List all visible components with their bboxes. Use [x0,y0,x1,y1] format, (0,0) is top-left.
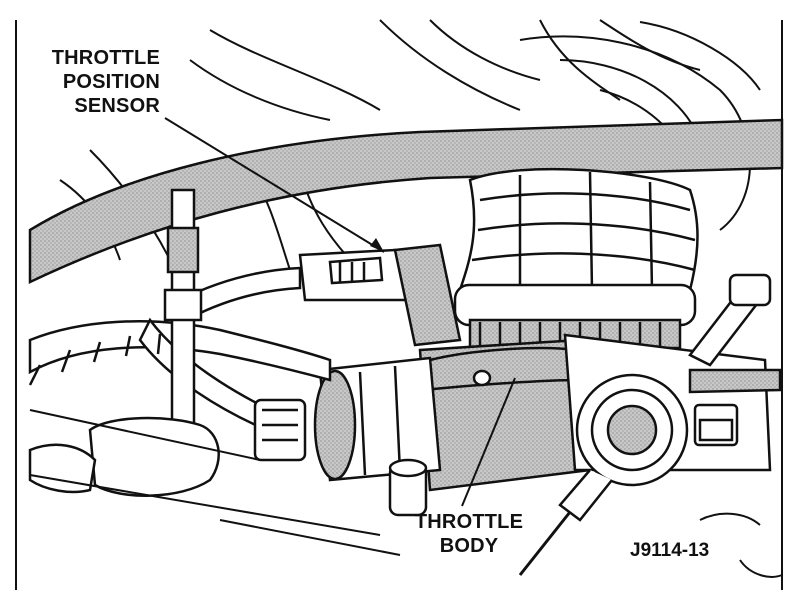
tps-label: THROTTLE POSITION SENSOR [40,46,160,118]
throttle-body-label: THROTTLE BODY [404,510,534,558]
figure-id: J9114-13 [630,540,710,561]
lower-connectors [253,398,428,517]
leader-lines [164,117,516,507]
lower-left-parts [28,416,220,497]
throttle-body-leader-line [461,377,516,507]
boot-clamp [453,283,697,350]
linkage-rods [688,273,782,394]
iac-motor [313,356,442,482]
lower-frame-lines [29,409,783,578]
throttle-pulley [558,373,689,522]
throttle-body-shape [418,338,592,492]
frame-border [15,20,783,590]
tps-label-line3: SENSOR [74,95,160,117]
tps-arrowhead [370,238,384,252]
tps-label-line1: THROTTLE [51,47,160,69]
intake-boot [458,167,699,292]
tps-leader-line [164,117,385,253]
throttle-body-label-line2: BODY [439,535,499,557]
tps-label-line2: POSITION [62,71,160,93]
intake-hose [28,118,784,284]
tps-sensor-shape [298,243,462,347]
throttle-body-label-line1: THROTTLE [414,511,524,533]
vacuum-line [163,188,203,442]
throttle-cable [518,511,572,576]
